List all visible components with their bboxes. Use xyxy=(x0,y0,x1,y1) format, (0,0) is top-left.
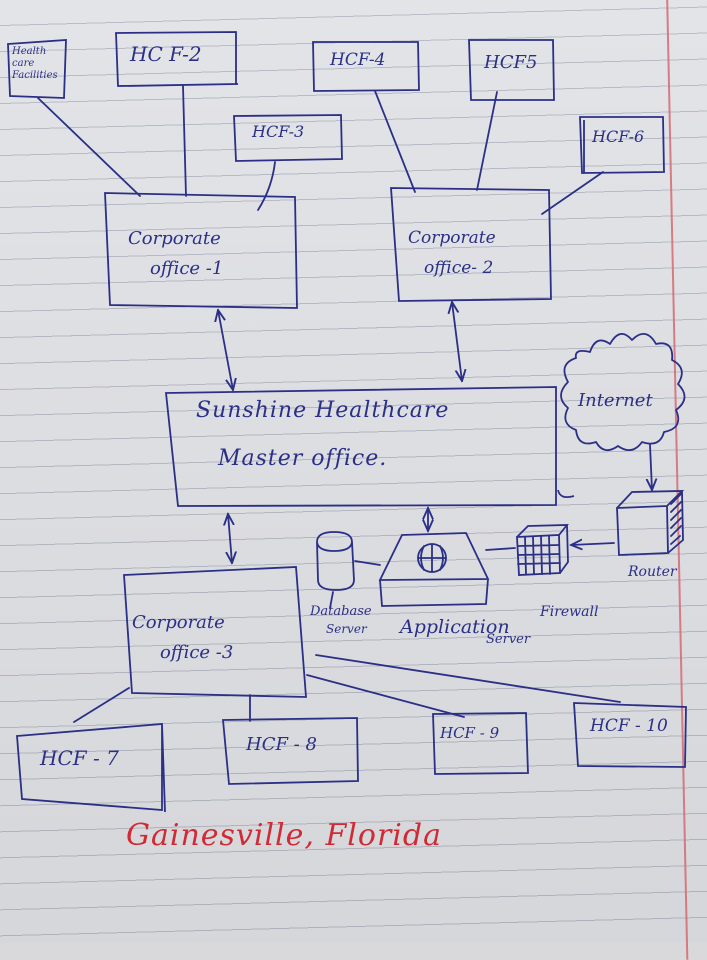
box-corporate-office-2 xyxy=(390,187,552,302)
box-hcf-7 xyxy=(16,723,166,813)
label-firewall: Firewall xyxy=(540,604,599,620)
globe-lines xyxy=(417,543,447,573)
link-hcf-1-to-co1 xyxy=(37,97,141,197)
arrow-router-firewall xyxy=(571,543,615,545)
link-co3-hcf-9 xyxy=(306,674,465,718)
box-master-office xyxy=(165,386,575,507)
arrow-internet-router xyxy=(650,444,652,490)
box-hcf-9 xyxy=(432,712,529,775)
box-hcf-5 xyxy=(468,39,555,101)
link-hcf-3-to-co1 xyxy=(257,161,276,211)
link-co3-hcf-10 xyxy=(315,654,621,703)
box-hcf-6 xyxy=(579,116,665,174)
label-corporate-office-2-line1: Corporate xyxy=(408,228,496,248)
label-corporate-office-1-line2: office -1 xyxy=(150,258,224,279)
router-icon xyxy=(616,490,685,556)
caption-location: Gainesville, Florida xyxy=(126,818,442,853)
link-hcf-5-to-co2 xyxy=(476,91,498,191)
label-hcf-1: Health care Facilities xyxy=(12,46,58,81)
firewall-icon xyxy=(516,524,569,576)
box-hcf-8 xyxy=(222,717,359,785)
label-database-server-line2: Server xyxy=(326,622,367,636)
label-hcf-6: HCF-6 xyxy=(592,127,645,146)
box-hcf-3 xyxy=(233,114,343,162)
label-corporate-office-2-line2: office- 2 xyxy=(424,258,494,278)
label-database-server-line1: Database xyxy=(310,604,372,619)
box-corporate-office-3 xyxy=(123,566,307,698)
router-hatching xyxy=(670,493,682,545)
link-database-app-server xyxy=(354,560,381,566)
label-hcf-3: HCF-3 xyxy=(252,122,305,141)
link-firewall-app-server xyxy=(485,547,516,551)
box-hcf-10 xyxy=(573,702,687,768)
label-corporate-office-1-line1: Corporate xyxy=(128,228,221,249)
label-hcf-5: HCF5 xyxy=(484,52,538,73)
label-application-server-line2: Server xyxy=(486,632,531,647)
label-hcf-7: HCF - 7 xyxy=(40,746,119,770)
label-hcf-8: HCF - 8 xyxy=(246,734,317,755)
label-internet: Internet xyxy=(578,390,653,411)
internet-cloud xyxy=(560,333,686,452)
firewall-grid xyxy=(517,535,561,575)
arrow-master-co3 xyxy=(228,514,232,563)
box-hcf-1 xyxy=(7,39,67,99)
application-server-icon xyxy=(378,532,490,607)
label-hcf-4: HCF-4 xyxy=(330,50,386,70)
link-hcf-4-to-co2 xyxy=(374,90,416,193)
database-server-icon xyxy=(316,531,355,591)
db-label-pointer xyxy=(329,591,334,609)
label-application-server-line1: Application xyxy=(400,616,510,638)
label-hcf-9: HCF - 9 xyxy=(440,724,500,742)
box-hcf-4 xyxy=(312,41,420,92)
label-corporate-office-3-line2: office -3 xyxy=(160,642,234,663)
label-master-line2: Master office. xyxy=(218,446,388,471)
link-co3-hcf-7 xyxy=(73,687,130,723)
link-hcf-2-to-co1 xyxy=(182,85,187,197)
box-hcf-2 xyxy=(115,31,239,87)
label-hcf-10: HCF - 10 xyxy=(590,716,668,736)
label-corporate-office-3-line1: Corporate xyxy=(132,612,225,633)
label-router: Router xyxy=(628,564,677,580)
arrow-co2-master xyxy=(452,302,462,381)
label-master-line1: Sunshine Healthcare xyxy=(196,398,450,423)
arrow-co1-master xyxy=(218,310,233,390)
link-hcf-6-to-co2 xyxy=(541,171,604,215)
label-hcf-2: HC F-2 xyxy=(130,42,202,66)
box-corporate-office-1 xyxy=(104,192,298,309)
